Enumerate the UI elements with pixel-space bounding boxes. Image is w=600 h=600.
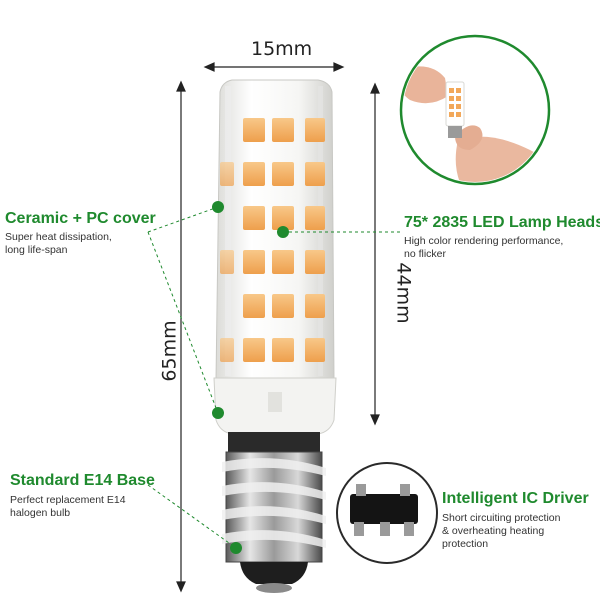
ceramic-cover-dot <box>212 201 224 213</box>
led-desc-line1: High color rendering performance, <box>404 235 564 247</box>
driver-desc-line1: Short circuiting protection <box>442 512 561 524</box>
base-title: Standard E14 Base <box>10 472 155 489</box>
driver-desc-line2: & overheating heating <box>442 525 545 537</box>
callout-dots <box>212 201 289 554</box>
led-callout: 75* 2835 LED Lamp Heads High color rende… <box>404 214 600 261</box>
width-label: 15mm <box>251 38 313 60</box>
ceramic-cover-desc-line2: long life-span <box>5 244 68 256</box>
ceramic-collar-dot <box>212 407 224 419</box>
ceramic-cover-title: Ceramic + PC cover <box>5 210 156 227</box>
total-height-label: 65mm <box>158 320 181 382</box>
base-desc-line1: Perfect replacement E14 <box>10 494 126 506</box>
base-desc-line2: halogen bulb <box>10 507 71 519</box>
base-dot <box>230 542 242 554</box>
total-height-dimension-arrow <box>176 80 186 593</box>
led-height-dimension-arrow <box>370 82 380 426</box>
ic-driver-inset <box>336 462 438 564</box>
led-desc-line2: no flicker <box>404 248 447 260</box>
led-chip-grid <box>220 118 325 362</box>
led-dot <box>277 226 289 238</box>
base-callout: Standard E14 Base Perfect replacement E1… <box>10 472 155 520</box>
ceramic-cover-desc-line1: Super heat dissipation, <box>5 231 112 243</box>
driver-callout: Intelligent IC Driver Short circuiting p… <box>442 490 589 551</box>
width-dimension-arrow <box>203 62 345 72</box>
e14-screw-base <box>222 432 326 593</box>
leader-lines <box>147 206 400 549</box>
led-height-label: 44mm <box>392 262 415 324</box>
ceramic-cover-callout: Ceramic + PC cover Super heat dissipatio… <box>5 210 156 257</box>
ceramic-collar <box>213 377 337 435</box>
hand-holding-bulb-inset <box>399 34 551 186</box>
driver-title: Intelligent IC Driver <box>442 490 589 507</box>
driver-desc-line3: protection <box>442 538 489 550</box>
led-title: 75* 2835 LED Lamp Heads <box>404 214 600 231</box>
